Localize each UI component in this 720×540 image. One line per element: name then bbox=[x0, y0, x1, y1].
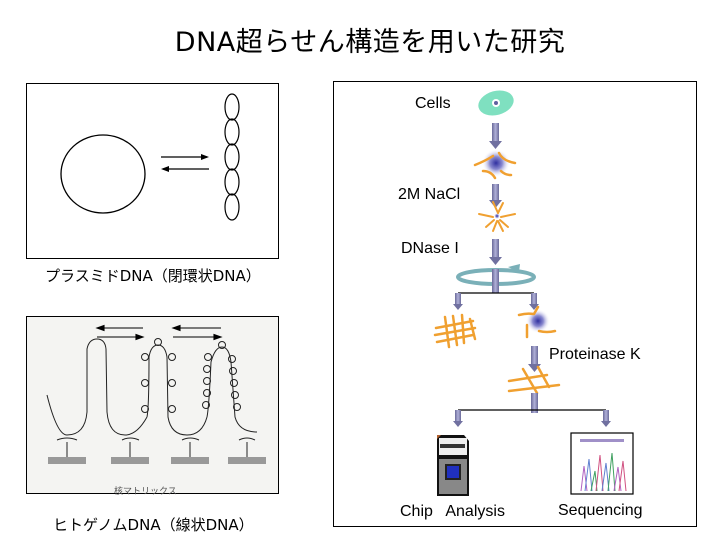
microarray-chip-icon bbox=[437, 435, 469, 496]
arrow-icon bbox=[453, 410, 463, 427]
supercoiled-dna bbox=[224, 93, 240, 221]
matrix-mesh-icon bbox=[433, 313, 477, 349]
plasmid-caption: プラスミドDNA（閉環状DNA） bbox=[45, 267, 261, 285]
workflow-graphics bbox=[433, 90, 634, 496]
nucleus-remnant-icon bbox=[517, 305, 557, 339]
dna-loop-2 bbox=[146, 344, 208, 436]
dna-loop-3 bbox=[206, 346, 258, 433]
arrow-icon bbox=[601, 410, 611, 427]
relaxed-circle bbox=[60, 134, 146, 214]
matrix-label: 核マトリックス bbox=[114, 487, 177, 497]
cell-icon bbox=[478, 90, 514, 116]
matrix-attachments bbox=[48, 457, 266, 464]
dna-mesh-icon bbox=[507, 365, 561, 395]
step-label-proteinase: Proteinase K bbox=[549, 346, 641, 363]
genome-caption: ヒトゲノムDNA（線状DNA） bbox=[53, 516, 254, 534]
output-label-sequencing: Sequencing bbox=[558, 502, 643, 519]
arrow-icon bbox=[529, 293, 539, 310]
genome-loop-diagram bbox=[26, 316, 279, 494]
equilibrium-arrows-icon bbox=[161, 154, 209, 172]
page-title: DNA超らせん構造を用いた研究 bbox=[174, 27, 566, 58]
arrow-icon bbox=[489, 123, 502, 149]
direction-arrows-icon bbox=[95, 324, 223, 341]
plasmid-diagram bbox=[26, 83, 279, 259]
arrow-icon bbox=[531, 393, 538, 413]
nucleus-fiber-icon bbox=[473, 149, 517, 180]
dna-loop-1 bbox=[46, 338, 148, 436]
dna-minicoils bbox=[141, 338, 241, 413]
step-label-cells: Cells bbox=[415, 95, 451, 112]
arrow-icon bbox=[489, 184, 502, 208]
sequencing-trace-icon bbox=[570, 432, 634, 495]
centrifuge-rotation-icon bbox=[456, 264, 536, 293]
step-label-dnase: DNase I bbox=[401, 240, 459, 257]
step-label-nacl: 2M NaCl bbox=[398, 186, 461, 203]
output-label-chip: Chip Analysis bbox=[400, 503, 505, 520]
workflow-diagram bbox=[333, 81, 697, 527]
dispersed-fiber-icon bbox=[478, 201, 516, 232]
arrow-icon bbox=[453, 293, 463, 310]
matrix-anchors bbox=[66, 442, 248, 457]
arrow-icon bbox=[489, 239, 502, 265]
